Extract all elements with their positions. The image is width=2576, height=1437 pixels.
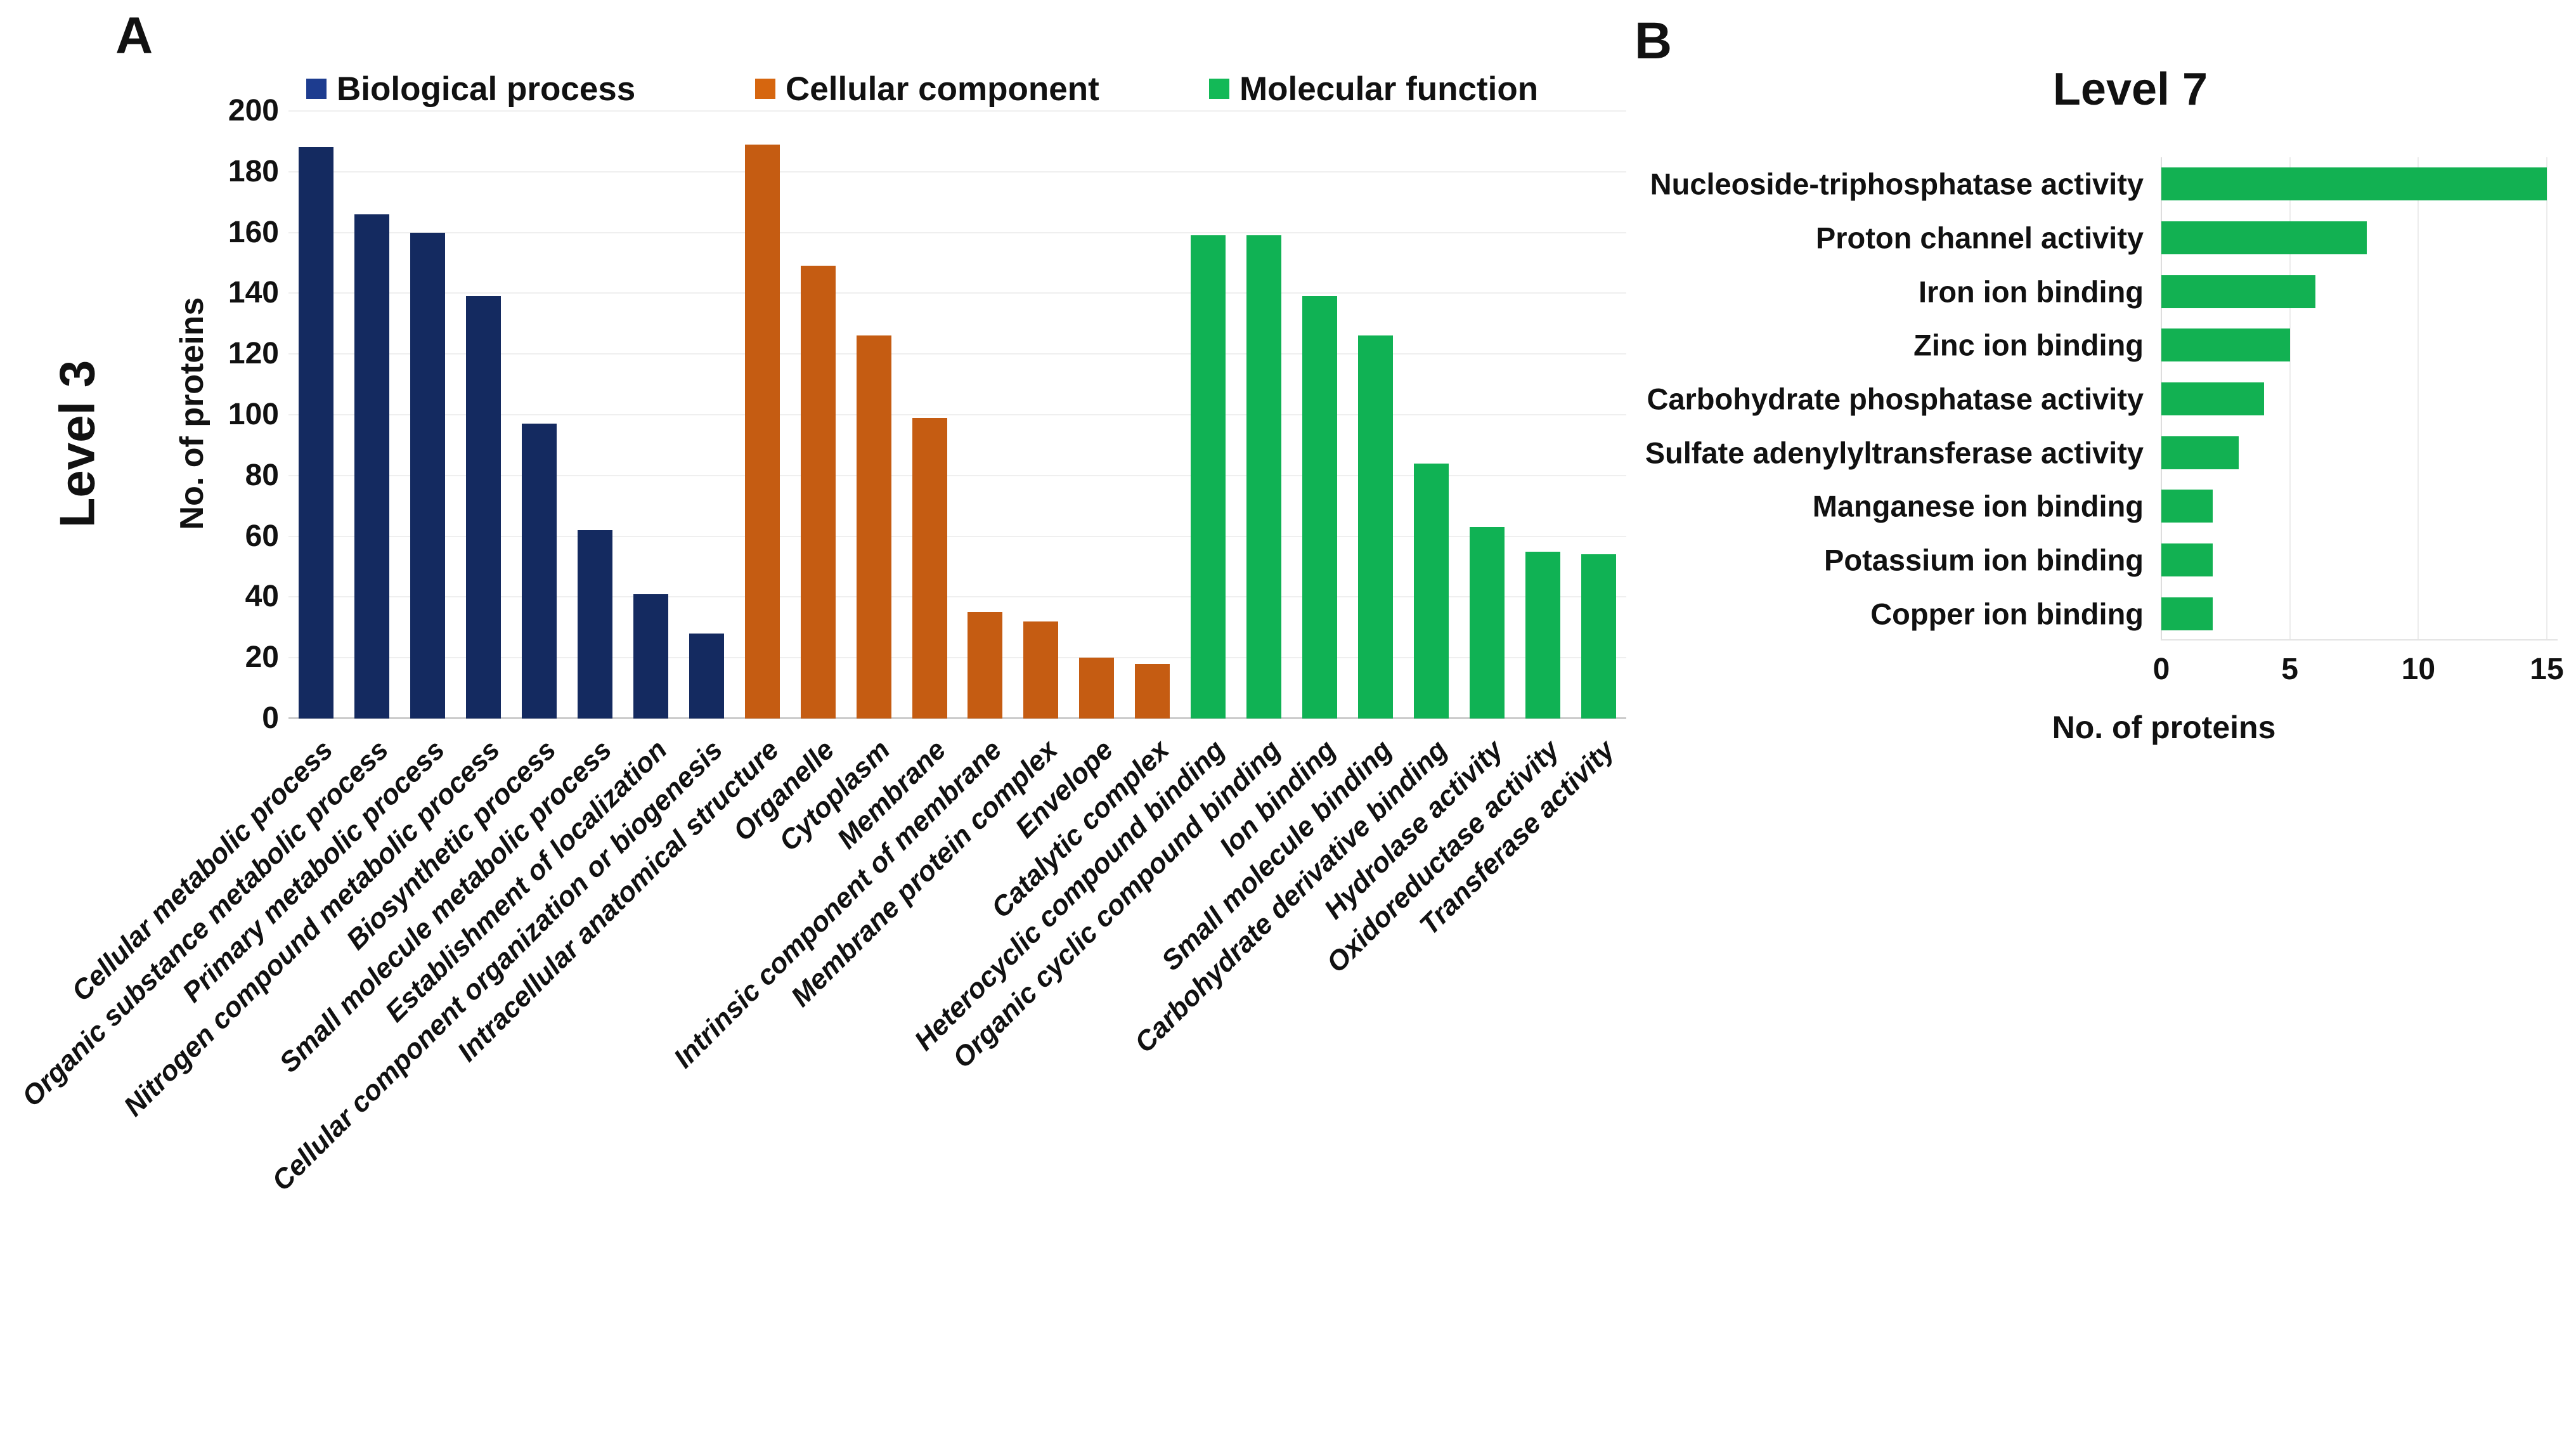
legend-label: Biological process xyxy=(337,70,636,108)
bar xyxy=(745,145,780,718)
bar xyxy=(2161,436,2239,469)
legend-swatch-icon xyxy=(755,79,775,99)
panel-a-letter: A xyxy=(115,7,153,65)
category-label: Zinc ion binding xyxy=(1913,328,2144,362)
panel-a-title: Level 3 xyxy=(49,360,105,528)
legend-label: Cellular component xyxy=(786,70,1099,108)
bar xyxy=(1191,235,1226,718)
gridline-y-200 xyxy=(288,110,1626,112)
panel-b-title: Level 7 xyxy=(2052,64,2208,115)
category-label: Sulfate adenylyltransferase activity xyxy=(1645,436,2144,470)
bar xyxy=(633,594,668,718)
bar xyxy=(2161,543,2213,576)
gridline-y-60 xyxy=(288,535,1626,537)
y-tick-label-120: 120 xyxy=(228,337,279,371)
y-tick-label-20: 20 xyxy=(245,640,279,675)
bar xyxy=(2161,490,2213,523)
bar xyxy=(2161,275,2315,308)
bar xyxy=(299,147,333,718)
panel-b-letter: B xyxy=(1634,12,1673,70)
x-tick-label-10: 10 xyxy=(2401,653,2436,686)
y-tick-label-160: 160 xyxy=(228,215,279,249)
gridline-y-40 xyxy=(288,596,1626,598)
bar xyxy=(2161,167,2547,200)
bar xyxy=(1581,554,1616,718)
bar xyxy=(1470,527,1505,718)
y-tick-label-200: 200 xyxy=(228,94,279,127)
bar xyxy=(689,634,724,718)
bar xyxy=(1135,664,1170,718)
panel-b-plot-area xyxy=(2161,157,2558,640)
bar xyxy=(857,335,891,718)
bar xyxy=(410,233,445,718)
x-tick-label-15: 15 xyxy=(2530,653,2564,686)
bar xyxy=(968,612,1002,718)
gridline-y-20 xyxy=(288,657,1626,659)
bar xyxy=(2161,382,2264,415)
category-label: Potassium ion binding xyxy=(1824,543,2144,577)
legend-item-2: Molecular function xyxy=(1209,68,1538,109)
panel-b-baseline xyxy=(2161,639,2558,640)
bar xyxy=(2161,597,2213,630)
bar xyxy=(1358,335,1393,718)
bar xyxy=(466,296,501,718)
legend-item-0: Biological process xyxy=(306,68,635,109)
gridline-x-10 xyxy=(2417,157,2419,640)
category-label: Carbohydrate phosphatase activity xyxy=(1647,382,2144,416)
category-label: Manganese ion binding xyxy=(1812,489,2144,523)
gridline-y-160 xyxy=(288,231,1626,233)
y-tick-label-40: 40 xyxy=(245,580,279,614)
x-tick-label-5: 5 xyxy=(2281,653,2299,686)
bar xyxy=(1246,235,1281,718)
bar xyxy=(2161,221,2367,254)
category-label: Copper ion binding xyxy=(1870,597,2144,631)
gridline-y-180 xyxy=(288,171,1626,172)
bar xyxy=(354,214,389,718)
gridline-y-100 xyxy=(288,414,1626,415)
gridline-x-5 xyxy=(2289,157,2291,640)
bar xyxy=(801,266,836,718)
bar xyxy=(1079,658,1114,718)
bar xyxy=(578,530,612,718)
bar xyxy=(522,424,557,718)
gridline-y-120 xyxy=(288,353,1626,355)
category-label: Nucleoside-triphosphatase activity xyxy=(1650,167,2144,201)
legend-swatch-icon xyxy=(306,79,327,99)
gridline-y-80 xyxy=(288,474,1626,476)
bar xyxy=(1525,552,1560,718)
bar xyxy=(2161,328,2290,361)
y-tick-label-80: 80 xyxy=(245,458,279,492)
legend-swatch-icon xyxy=(1209,79,1229,99)
gridline-y-140 xyxy=(288,292,1626,294)
y-tick-label-180: 180 xyxy=(228,154,279,188)
axis-baseline xyxy=(288,717,1626,719)
bar xyxy=(912,418,947,718)
legend-item-1: Cellular component xyxy=(755,68,1099,109)
gridline-x-15 xyxy=(2546,157,2547,640)
bar xyxy=(1414,464,1449,718)
y-tick-label-60: 60 xyxy=(245,519,279,553)
bar xyxy=(1023,621,1058,718)
panel-b-x-axis-label: No. of proteins xyxy=(2052,710,2276,745)
legend-label: Molecular function xyxy=(1239,70,1539,108)
category-label: Iron ion binding xyxy=(1918,275,2144,309)
category-label: Proton channel activity xyxy=(1815,221,2144,255)
y-tick-label-100: 100 xyxy=(228,398,279,431)
y-tick-label-140: 140 xyxy=(228,276,279,310)
x-tick-label-0: 0 xyxy=(2152,653,2170,686)
y-tick-label-0: 0 xyxy=(262,701,279,735)
bar xyxy=(1302,296,1337,718)
